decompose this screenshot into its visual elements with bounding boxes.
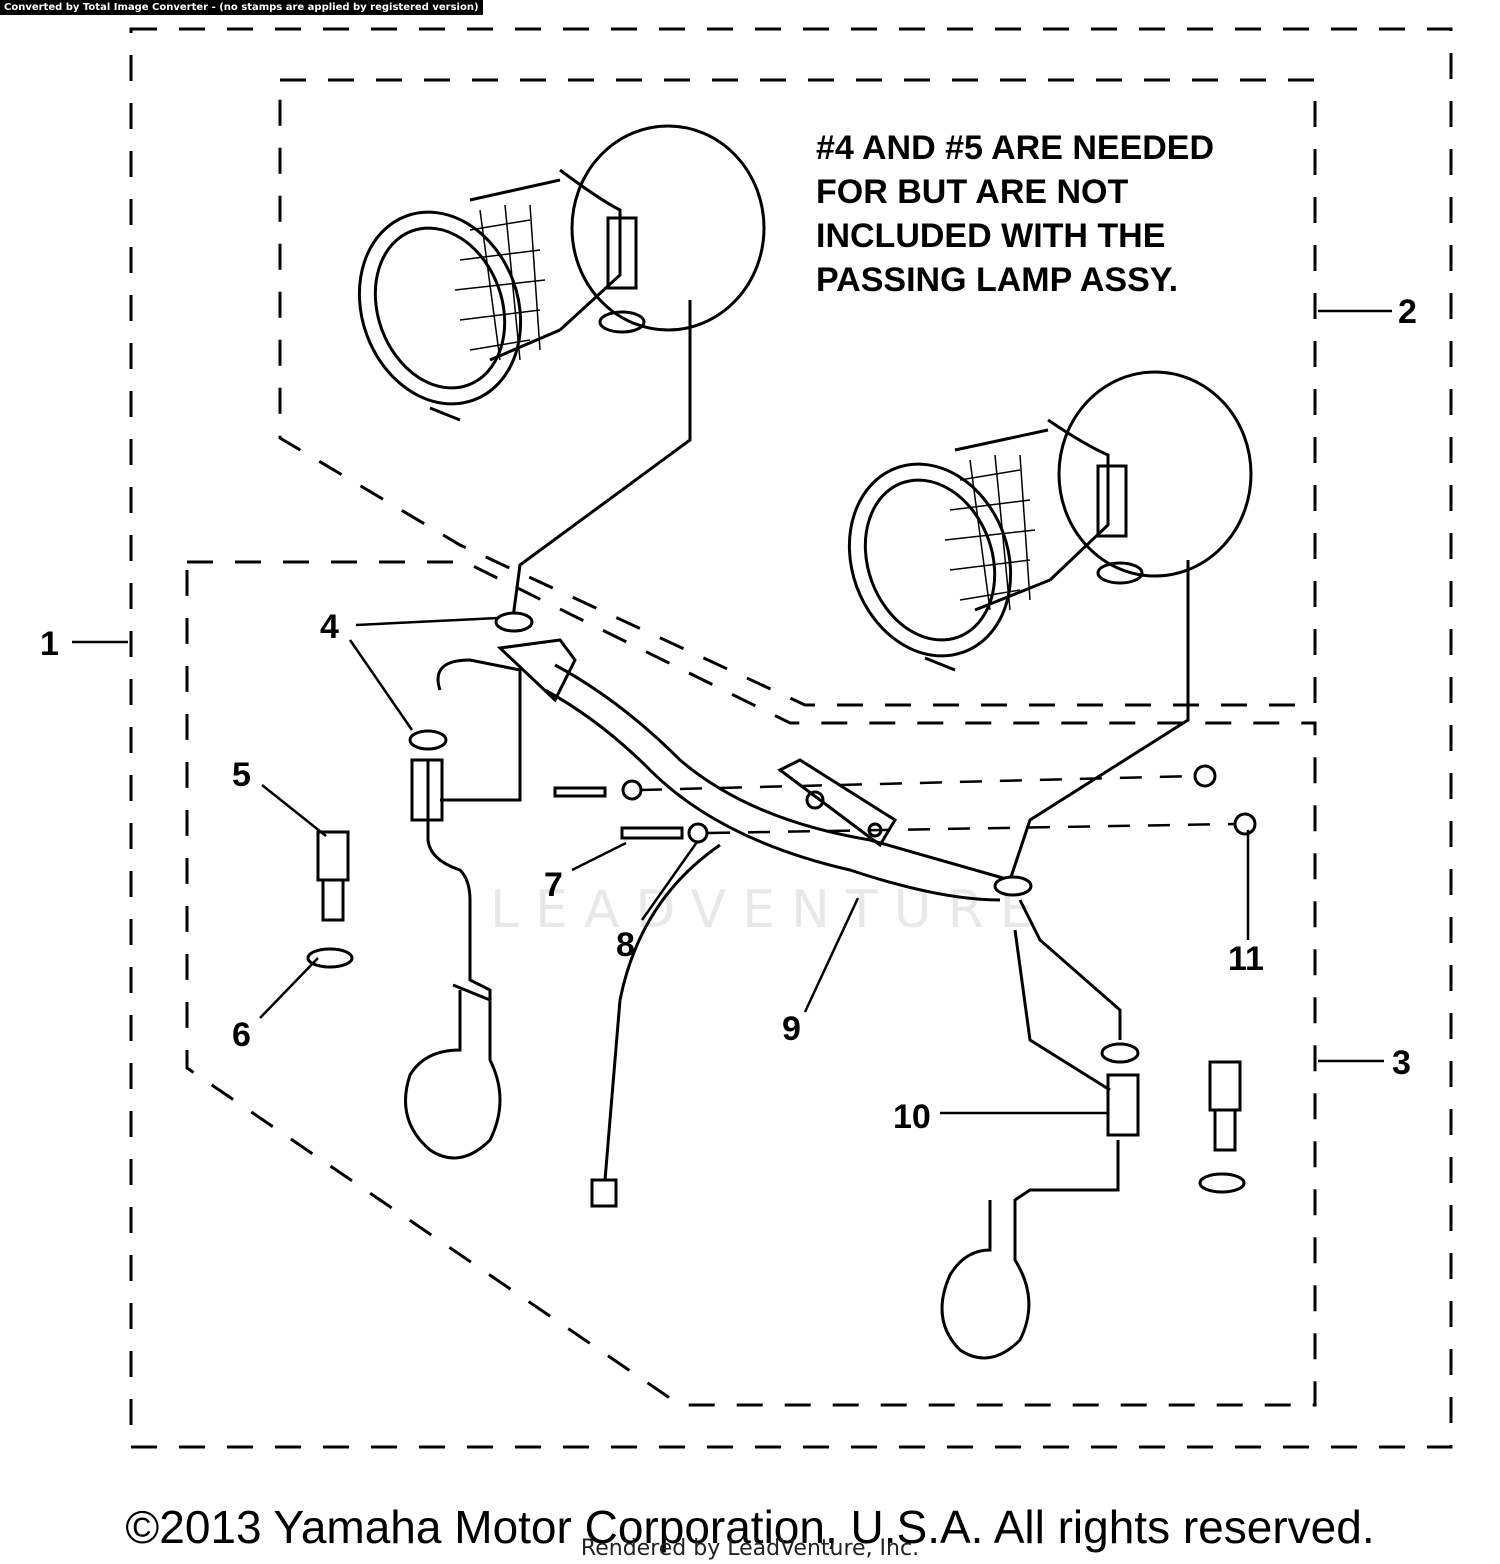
nut-11-upper [1193, 764, 1217, 788]
note-line: FOR BUT ARE NOT [816, 173, 1129, 211]
washer-8 [687, 822, 709, 844]
callout-4: 4 [320, 608, 339, 646]
note-line: PASSING LAMP ASSY. [816, 261, 1179, 299]
callout-5: 5 [232, 756, 251, 794]
callout-9: 9 [782, 1010, 801, 1048]
rendered-by-credit: Rendered by LeadVenture, Inc. [580, 1536, 920, 1561]
callout-7: 7 [544, 866, 563, 904]
passing-lamp-right [847, 370, 1253, 881]
washer-8-upper [621, 779, 643, 801]
passing-lamp-left [357, 124, 766, 626]
callout-11: 11 [1228, 940, 1264, 978]
mounting-bracket [496, 638, 1011, 902]
callout-6: 6 [232, 1016, 251, 1054]
assembly-1-boundary [129, 27, 1453, 1449]
callout-3: 3 [1392, 1044, 1411, 1082]
callout-8: 8 [616, 926, 635, 964]
converter-banner: Converted by Total Image Converter - (no… [0, 0, 483, 15]
screw-7-upper [553, 786, 607, 798]
note-text: #4 AND #5 ARE NEEDED FOR BUT ARE NOT INC… [816, 126, 1276, 302]
washer-6-right [1198, 1172, 1246, 1194]
nut-11 [1233, 812, 1257, 836]
bolt-5 [316, 830, 350, 882]
callout-2: 2 [1398, 293, 1417, 331]
screw-7 [620, 826, 684, 840]
callout-10: 10 [893, 1098, 931, 1136]
copyright-footer: ©2013 Yamaha Motor Corporation, U.S.A. A… [125, 1501, 1375, 1553]
note-line: #4 AND #5 ARE NEEDED [816, 129, 1215, 167]
note-line: INCLUDED WITH THE [816, 217, 1166, 255]
wire-harness [404, 658, 1140, 1360]
watermark: LEADVENTURE [490, 880, 1049, 940]
washer-6 [306, 947, 354, 969]
assembly-3-boundary [185, 560, 1317, 1407]
assembly-2-boundary [278, 78, 1317, 707]
bolt-5-right [1208, 1060, 1242, 1112]
callout-1: 1 [40, 625, 59, 663]
